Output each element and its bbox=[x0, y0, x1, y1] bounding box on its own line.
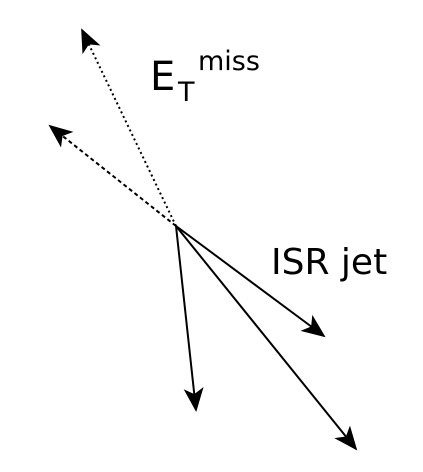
met-label-main: E bbox=[150, 54, 175, 100]
met-label-subscript: T bbox=[177, 77, 195, 108]
isr-jet-label: ISR jet bbox=[271, 242, 387, 283]
isr-jet-arrow bbox=[175, 225, 326, 338]
jet-arrow-down bbox=[175, 225, 204, 412]
jet-arrow-long bbox=[175, 225, 358, 451]
met-arrow-left bbox=[48, 124, 177, 227]
met-label-superscript: miss bbox=[198, 46, 260, 77]
met-arrow-upper bbox=[81, 28, 177, 227]
met-label: E T miss bbox=[150, 46, 260, 108]
